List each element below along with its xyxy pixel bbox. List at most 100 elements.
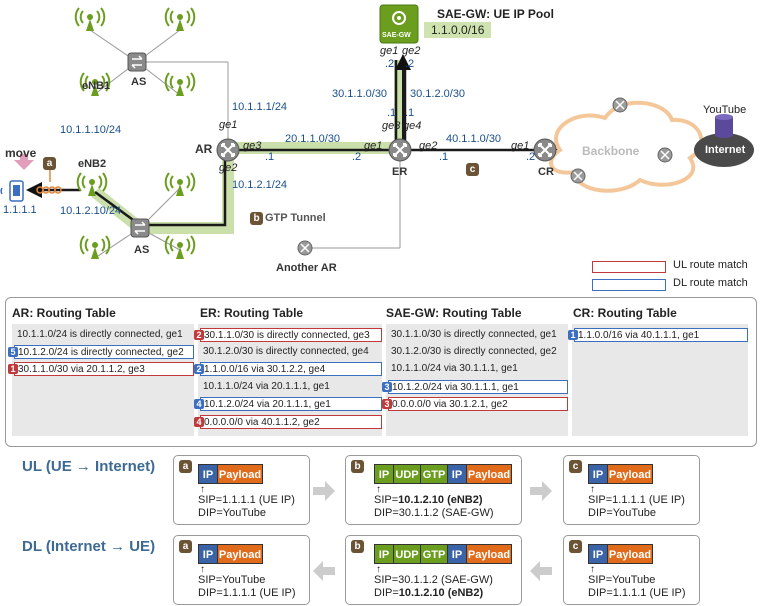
gtp-packet-header: IP UDP GTP IP Payload [374, 544, 514, 564]
ar-table-title: AR: Routing Table [12, 306, 116, 320]
sae-gw-route-row: 30.1.1.0/30 is directly connected, ge1 [391, 329, 557, 340]
as-switch-icon [130, 218, 150, 238]
dl-section-title: DL (Internet → UE) [22, 538, 156, 555]
er-to-cr-ip: .1 [439, 151, 449, 163]
ar-ge3: ge3 [243, 140, 262, 152]
youtube-label: YouTube [703, 104, 747, 116]
enb-tower-icon [164, 72, 196, 97]
ar-table-bg [12, 324, 194, 436]
cr-table-title: CR: Routing Table [573, 306, 677, 320]
step-badge-b: b [250, 212, 263, 225]
ar-ge3-ip: .1 [265, 151, 275, 163]
backbone-label: Backbone [582, 144, 640, 158]
legend-dl-label: DL route match [673, 277, 748, 289]
flow-arrow-right-icon [313, 481, 335, 501]
er-route-row: 30.1.2.0/30 is directly connected, ge4 [203, 346, 369, 357]
er-ge2: ge2 [419, 140, 438, 152]
move-arrow-icon [14, 154, 34, 170]
er-ge3-ip: .1 [387, 107, 397, 119]
youtube-database-icon [715, 114, 733, 138]
sae-gw-title: SAE-GW: UE IP Pool [437, 7, 554, 21]
gtp-packet-header: IP UDP GTP IP Payload [374, 464, 514, 484]
cr-table-bg [572, 324, 748, 436]
sae-gw-table-title: SAE-GW: Routing Table [386, 306, 522, 320]
dl-packet-c: c IP Payload ↑ SIP=YouTube DIP=1.1.1.1 (… [563, 535, 700, 605]
cr-router-icon [533, 138, 557, 162]
backbone-router-icon [570, 168, 586, 184]
move-coil-icon [36, 186, 62, 194]
sae-gw-route-row: 10.1.1.0/24 via 30.1.1.1, ge1 [391, 363, 518, 374]
ar-ge2: ge2 [219, 162, 238, 174]
enb-tower-icon [79, 235, 111, 260]
ar-ge1: ge1 [219, 119, 238, 131]
dl-packet-b: b IP UDP GTP IP Payload ↑ SIP=30.1.1.2 (… [345, 535, 522, 605]
sae-gw-ge2-ip: .2 [405, 58, 415, 70]
gtp-tunnel-label: GTP Tunnel [265, 212, 326, 224]
link-ar-as-top: 10.1.1.1/24 [232, 101, 288, 113]
link-er-sae-right: 30.1.2.0/30 [410, 88, 466, 100]
er-ge1: ge1 [364, 140, 383, 152]
as-switch-icon [127, 52, 147, 72]
enb-tower-icon [164, 235, 196, 260]
legend-ul-swatch [592, 261, 666, 273]
enb2-label: eNB2 [78, 158, 107, 170]
internet-label: Internet [705, 144, 746, 156]
enb-tower-icon [164, 7, 196, 32]
ue-ip-pool: 1.1.0.0/16 [424, 22, 492, 38]
legend-dl-swatch [592, 279, 666, 291]
cr-label: CR [538, 166, 554, 178]
sae-gw-route-row: 30.1.2.0/30 is directly connected, ge2 [391, 346, 557, 357]
enb2-ip: 10.1.2.10/24 [60, 205, 122, 217]
flow-arrows-svg [313, 481, 552, 581]
ue-ip-label: 1.1.1.1 [3, 204, 37, 216]
link-ar-er: 20.1.1.0/30 [285, 133, 341, 145]
flow-arrow-right-icon [530, 481, 552, 501]
move-label: move [5, 146, 37, 160]
er-label: ER [392, 166, 408, 178]
link-er-sae-left: 30.1.1.0/30 [332, 88, 388, 100]
as-bottom-label: AS [134, 244, 150, 256]
er-route-row: 10.1.1.0/24 via 20.1.1.1, ge1 [203, 381, 330, 392]
packet-header: IP Payload [588, 464, 680, 484]
sae-gw-label: SAE-GW [382, 32, 411, 39]
ar-router-icon [216, 138, 240, 162]
thin-links [89, 29, 401, 259]
backbone-router-icon [612, 97, 628, 113]
another-ar-label: Another AR [276, 262, 337, 274]
link-ar-as-bottom: 10.1.2.1/24 [232, 179, 288, 191]
packet-header: IP Payload [588, 544, 680, 564]
ar-route-row: 10.1.1.0/24 is directly connected, ge1 [17, 329, 183, 340]
flow-arrow-left-icon [530, 561, 552, 581]
cr-ge1: ge1 [511, 140, 530, 152]
sae-gw-icon [379, 4, 419, 44]
enb1-ip: 10.1.1.10/24 [60, 124, 122, 136]
packet-header: IP Payload [198, 544, 290, 564]
ul-packet-c: c IP Payload ↑ SIP=1.1.1.1 (UE IP) DIP=Y… [563, 455, 700, 525]
step-badge-c: c [466, 163, 479, 176]
enb-tower-icon [74, 7, 106, 32]
legend-ul-label: UL route match [673, 259, 748, 271]
enb1-label: eNB1 [82, 80, 111, 92]
er-ge1-ip: .2 [352, 151, 362, 163]
ul-packet-a: a IP Payload ↑ SIP=1.1.1.1 (UE IP) DIP=Y… [173, 455, 310, 525]
as-top-label: AS [131, 76, 147, 88]
cr-ip: .2 [526, 151, 536, 163]
sae-gw-ge2: ge2 [402, 45, 421, 57]
internet-icon [694, 133, 754, 167]
er-router-icon [388, 138, 412, 162]
flow-arrow-left-icon [313, 561, 335, 581]
topology-svg [0, 4, 754, 260]
ue-phone-icon [9, 180, 24, 202]
dl-packet-a: a IP Payload ↑ SIP=YouTube DIP=1.1.1.1 (… [173, 535, 310, 605]
packet-header: IP Payload [198, 464, 290, 484]
ar-label: AR [195, 142, 213, 156]
